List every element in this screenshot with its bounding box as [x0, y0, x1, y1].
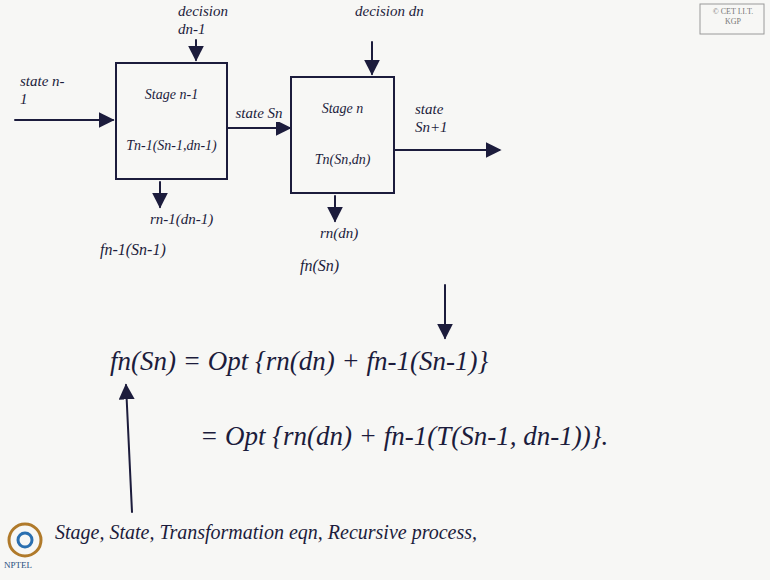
- recursive-equation: fn(Sn) = Opt {rn(dn) + fn-1(Sn-1)}: [110, 345, 488, 377]
- value-function-label: fn(Sn): [300, 256, 339, 275]
- transformation-function: Tn(Sn,dn): [315, 152, 371, 169]
- stage-box: Stage n Tn(Sn,dn): [290, 76, 395, 194]
- pointer-arrow: [444, 285, 446, 338]
- state-arrow: [228, 127, 290, 129]
- nptel-logo: [18, 533, 32, 547]
- pointer-arrow: [126, 385, 132, 512]
- nptel-logo: [9, 524, 41, 556]
- state-label: state Sn+1: [415, 100, 470, 136]
- nptel-logo-text: NPTEL: [4, 560, 32, 571]
- logo-frame: [700, 4, 764, 34]
- recursive-equation: = Opt {rn(dn) + fn-1(T(Sn-1, dn-1))}.: [200, 420, 608, 452]
- value-function-label: fn-1(Sn-1): [100, 240, 166, 259]
- decision-label: decision dn: [355, 2, 425, 20]
- decision-arrow: [195, 40, 197, 60]
- return-arrow: [159, 182, 161, 207]
- stage-name: Stage n: [322, 101, 364, 118]
- return-label: rn(dn): [320, 224, 358, 242]
- return-arrow: [334, 196, 336, 221]
- stage-name: Stage n-1: [145, 87, 198, 104]
- stage-box: Stage n-1Tn-1(Sn-1,dn-1): [115, 62, 228, 180]
- transformation-function: Tn-1(Sn-1,dn-1): [126, 138, 217, 155]
- decision-arrow: [371, 42, 373, 74]
- watermark: © CET I.I.T. KGP: [706, 7, 760, 26]
- decision-label: decision dn-1: [178, 2, 248, 38]
- edge-label: state Sn: [233, 104, 284, 122]
- return-label: rn-1(dn-1): [150, 210, 213, 228]
- state-label: state n-1: [20, 72, 70, 108]
- keyword-list: Stage, State, Transformation eqn, Recurs…: [55, 520, 477, 544]
- input-arrow: [15, 119, 113, 121]
- output-arrow: [395, 149, 500, 151]
